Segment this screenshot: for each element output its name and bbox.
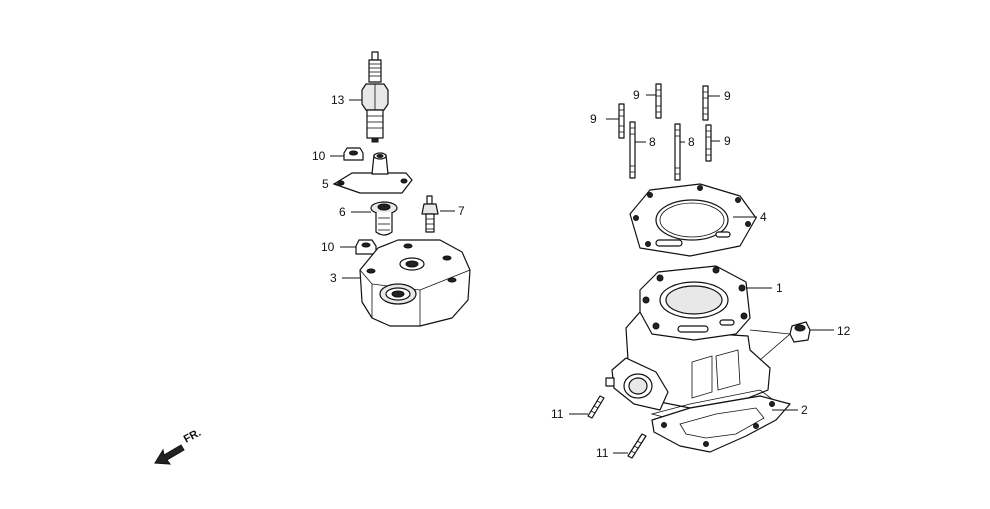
- stud-bolt-8-b: [674, 123, 681, 181]
- flange-nut-lower: [355, 239, 377, 255]
- callout-10b: 10: [321, 240, 335, 254]
- callout-9a: 9: [633, 88, 640, 102]
- callout-8b: 8: [688, 135, 695, 149]
- spark-plug: [361, 51, 389, 143]
- callout-1: 1: [776, 281, 783, 295]
- callout-2: 2: [801, 403, 808, 417]
- callout-8a: 8: [649, 135, 656, 149]
- cylinder-head-gasket: [629, 183, 757, 257]
- cylinder-base-gasket: [651, 395, 791, 453]
- callout-11a: 11: [551, 407, 564, 421]
- front-label: FR.: [182, 427, 203, 446]
- callout-5: 5: [322, 177, 329, 191]
- callout-9b: 9: [724, 89, 731, 103]
- cap-nut: [789, 321, 811, 343]
- cylinder-head: [359, 239, 471, 327]
- stud-bolt-9-d: [705, 124, 712, 162]
- callout-10a: 10: [312, 149, 326, 163]
- stud-bolt-9-a: [655, 83, 662, 119]
- callout-6: 6: [339, 205, 346, 219]
- stud-bolt-9-b: [702, 85, 709, 121]
- callout-9d: 9: [724, 134, 731, 148]
- thermostat: [370, 201, 398, 236]
- callout-4: 4: [760, 210, 767, 224]
- temperature-sensor: [421, 195, 439, 233]
- front-direction-arrow-icon: [154, 444, 185, 465]
- stud-bolt-11-b: [627, 433, 647, 459]
- callout-11b: 11: [596, 446, 609, 460]
- callout-9c: 9: [590, 112, 597, 126]
- callout-13: 13: [331, 93, 345, 107]
- callout-3: 3: [330, 271, 337, 285]
- stud-bolt-11-a: [587, 395, 605, 419]
- stud-bolt-9-c: [618, 103, 625, 139]
- flange-nut-upper: [343, 147, 364, 161]
- stud-bolt-8-a: [629, 121, 636, 179]
- cylinder-block: [605, 265, 777, 425]
- nut-position-line: [749, 329, 791, 361]
- callout-12: 12: [837, 324, 851, 338]
- callout-7: 7: [458, 204, 465, 218]
